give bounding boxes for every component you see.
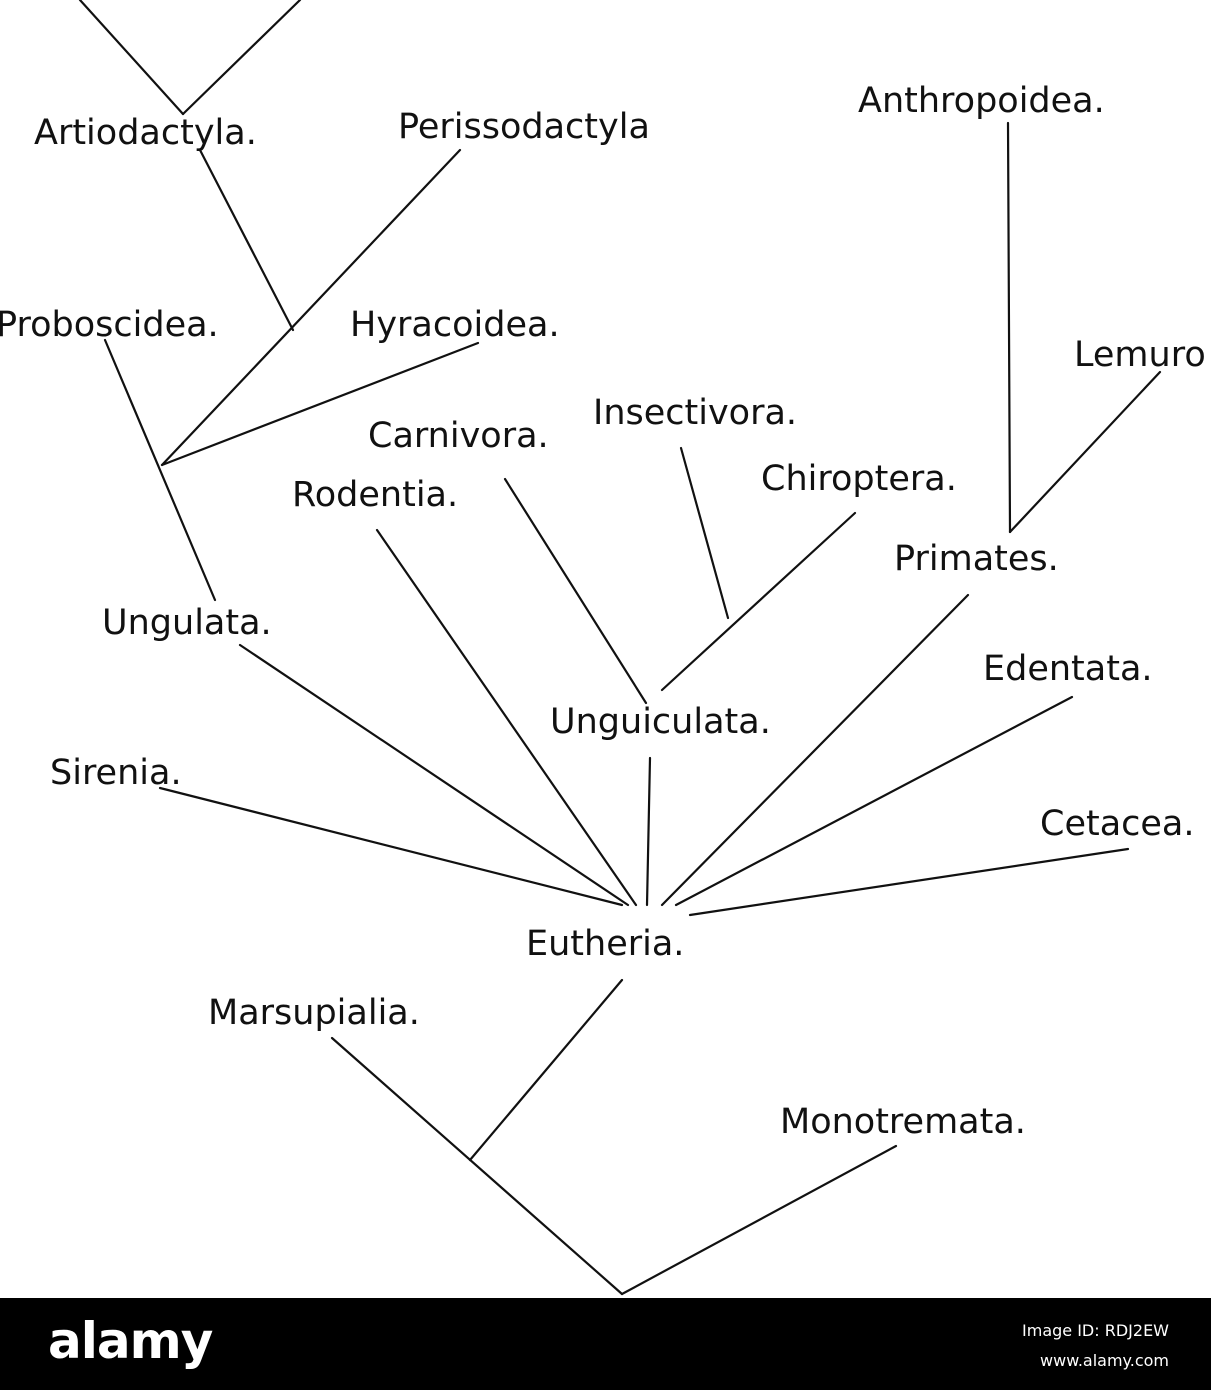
edge-proboscidea bbox=[103, 338, 217, 602]
watermark-site: www.alamy.com bbox=[1040, 1351, 1169, 1370]
label-rodentia: Rodentia. bbox=[292, 475, 458, 515]
edge-primates bbox=[660, 593, 970, 907]
label-unguiculata: Unguiculata. bbox=[550, 702, 771, 742]
edge-ungulata bbox=[238, 643, 630, 907]
watermark-image-id: Image ID: RDJ2EW bbox=[1022, 1321, 1169, 1340]
edge-insectivora bbox=[679, 446, 730, 620]
watermark-bar: alamy Image ID: RDJ2EW www.alamy.com bbox=[0, 1298, 1211, 1390]
edge-lemuro bbox=[1008, 370, 1162, 534]
phylogenetic-tree: Artiodactyla. Perissodactyla Anthropoide… bbox=[0, 0, 1206, 1296]
edge-sirenia bbox=[158, 786, 624, 907]
edge-edentata bbox=[674, 695, 1074, 907]
label-perissodactyla: Perissodactyla bbox=[398, 107, 650, 147]
label-chiroptera: Chiroptera. bbox=[761, 459, 957, 499]
label-edentata: Edentata. bbox=[983, 649, 1153, 689]
label-artiodactyla: Artiodactyla. bbox=[34, 113, 257, 153]
label-anthropoidea: Anthropoidea. bbox=[858, 81, 1105, 121]
label-lemuro: Lemuro bbox=[1074, 335, 1206, 375]
edge-monotremata bbox=[620, 1144, 898, 1296]
label-marsupialia: Marsupialia. bbox=[208, 993, 420, 1033]
label-insectivora: Insectivora. bbox=[593, 393, 797, 433]
edge-artiodactyla-top-right bbox=[181, 0, 302, 116]
label-carnivora: Carnivora. bbox=[368, 416, 549, 456]
label-ungulata: Ungulata. bbox=[102, 603, 272, 643]
watermark-logo: alamy bbox=[48, 1312, 213, 1370]
edge-carnivora bbox=[503, 477, 648, 705]
edge-eutheria-stem bbox=[468, 978, 624, 1162]
label-primates: Primates. bbox=[894, 539, 1059, 579]
label-eutheria: Eutheria. bbox=[526, 924, 684, 964]
tree-edges bbox=[78, 0, 1162, 1296]
edge-chiroptera bbox=[660, 511, 857, 692]
edge-artiodactyla-top-left bbox=[78, 0, 185, 116]
edge-marsupialia bbox=[330, 1036, 624, 1296]
label-cetacea: Cetacea. bbox=[1040, 804, 1195, 844]
edge-perissodactyla bbox=[160, 148, 462, 467]
edge-hyracoidea bbox=[160, 341, 480, 467]
label-hyracoidea: Hyracoidea. bbox=[350, 305, 560, 345]
edge-unguiculata bbox=[645, 756, 652, 907]
edge-artiodactyla-stem bbox=[198, 148, 295, 332]
label-monotremata: Monotremata. bbox=[780, 1102, 1026, 1142]
tree-labels: Artiodactyla. Perissodactyla Anthropoide… bbox=[0, 81, 1206, 1142]
edge-anthropoidea bbox=[1006, 121, 1012, 534]
label-proboscidea: Proboscidea. bbox=[0, 305, 219, 345]
edge-cetacea bbox=[688, 847, 1130, 917]
label-sirenia: Sirenia. bbox=[50, 753, 182, 793]
edge-rodentia bbox=[375, 528, 638, 907]
watermark-info: Image ID: RDJ2EW www.alamy.com bbox=[1022, 1316, 1169, 1376]
